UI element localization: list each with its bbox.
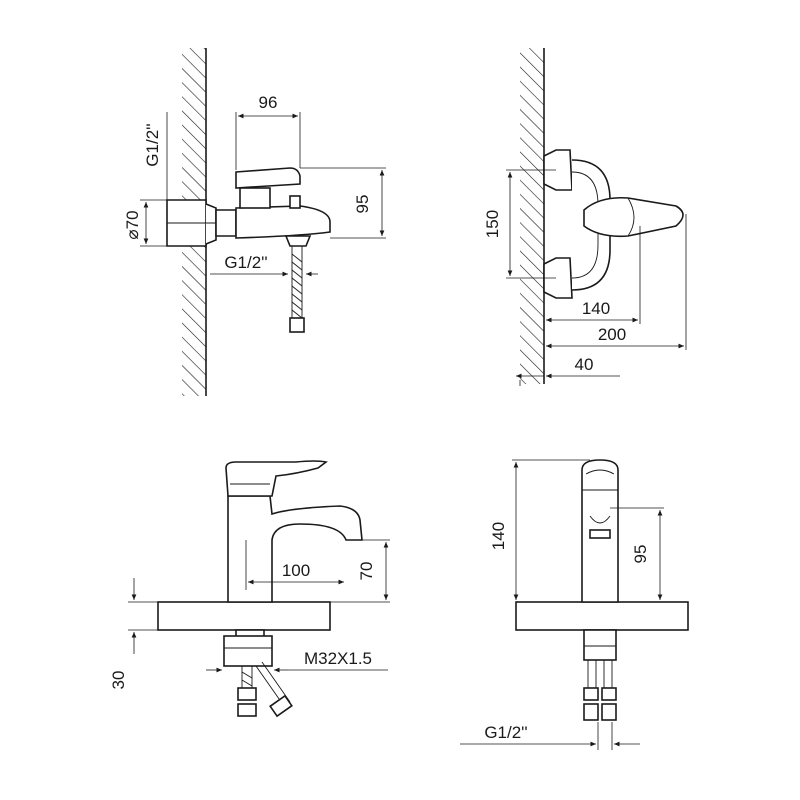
mixer-lever — [235, 167, 301, 189]
dim-g12-front: G1/2'' — [484, 723, 527, 742]
cartridge-cover — [239, 187, 271, 209]
dim-100: 100 — [282, 561, 310, 580]
deck-hatch-2 — [515, 601, 689, 631]
diverter-knob — [289, 195, 301, 209]
mounting-nut — [223, 635, 273, 667]
hose-nut — [289, 317, 305, 333]
dim-g12-vertical: G1/2'' — [143, 123, 162, 166]
view-bath-mixer-top: 150 140 200 40 — [483, 48, 687, 386]
dim-140-top: 140 — [582, 299, 610, 318]
view-basin-mixer-side: 100 70 30 M32X1.5 — [109, 460, 390, 718]
view-basin-mixer-front: 140 95 G1/2'' — [460, 459, 689, 750]
connector-lower — [543, 257, 573, 299]
shower-hose — [291, 246, 303, 330]
dim-m32: M32X1.5 — [304, 649, 372, 668]
dim-70: 70 — [357, 562, 376, 581]
basin-mixer-body — [227, 495, 363, 603]
supply-hose-left — [241, 666, 253, 690]
deck-hatch — [157, 601, 331, 631]
mixer-body — [235, 205, 331, 239]
lever-front — [585, 469, 615, 475]
eccentric-nut — [205, 203, 217, 245]
aerator — [589, 529, 611, 539]
dim-140-front: 140 — [489, 522, 508, 550]
hose-nut-left — [237, 687, 257, 701]
dim-30: 30 — [109, 671, 128, 690]
dim-95: 95 — [353, 195, 372, 214]
shower-outlet — [284, 235, 312, 247]
lever-top — [583, 196, 684, 238]
dim-diameter-70: ⌀70 — [123, 210, 142, 239]
basin-mixer-lever — [225, 460, 328, 497]
dim-200: 200 — [598, 325, 626, 344]
dim-40: 40 — [575, 355, 594, 374]
view-bath-mixer-side: 96 95 G1/2'' ⌀70 G1/2'' — [123, 48, 386, 396]
dim-g12-bottom: G1/2'' — [224, 253, 267, 272]
wall-hatch-2 — [520, 48, 544, 384]
dim-96: 96 — [259, 93, 278, 112]
dim-150: 150 — [483, 210, 502, 238]
mixer-connector — [215, 209, 237, 237]
dim-95-front: 95 — [631, 545, 650, 564]
